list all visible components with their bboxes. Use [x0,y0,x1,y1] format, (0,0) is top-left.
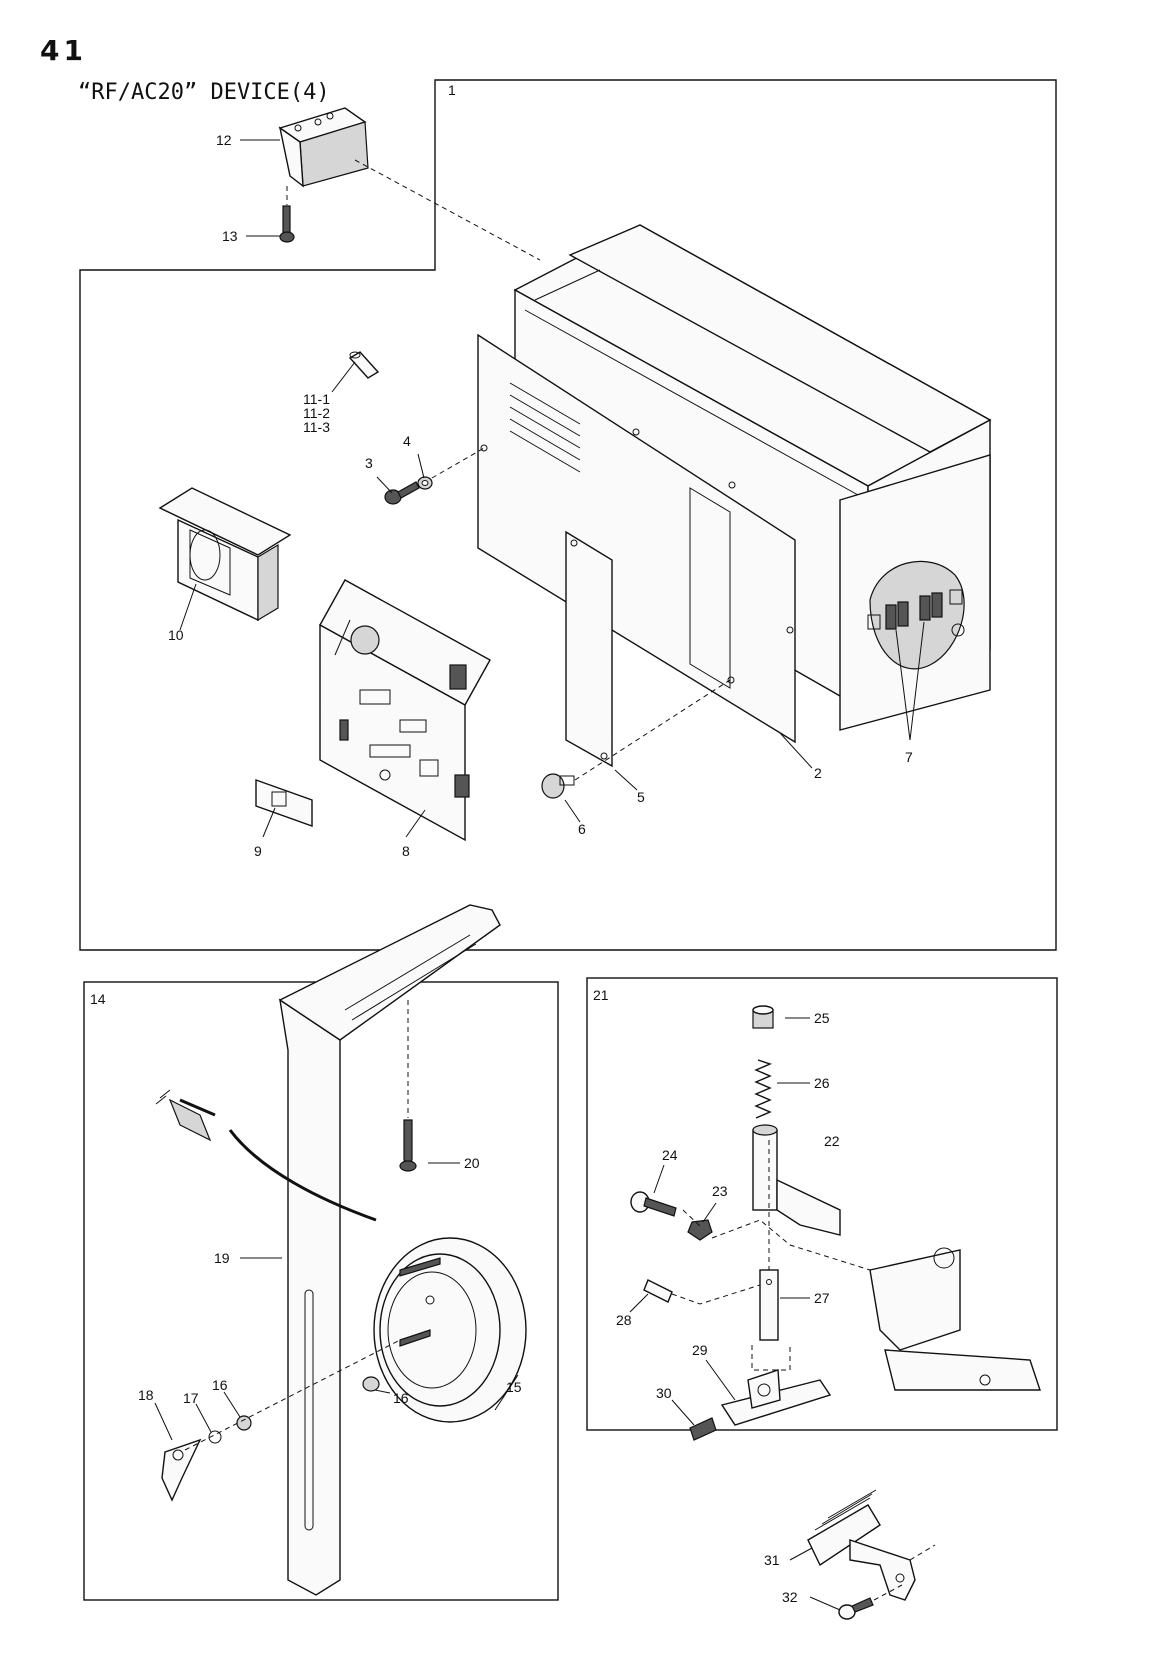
label-part-30: 30 [656,1385,672,1401]
label-part-2: 2 [814,765,822,781]
label-part-3: 3 [365,455,373,471]
presser-foot-assembly [870,1248,1040,1390]
part-12-bracket [280,108,368,186]
label-part-21: 21 [593,987,609,1003]
label-part-15: 15 [506,1379,522,1395]
part-8-pcb [320,580,490,840]
part-28-pin [644,1280,672,1302]
label-part-20: 20 [464,1155,480,1171]
label-part-12: 12 [216,132,232,148]
part-4-washer [418,477,432,489]
label-part-22: 22 [824,1133,840,1149]
label-part-18: 18 [138,1387,154,1403]
label-part-16a: 16 [212,1377,228,1393]
part-23-nut [688,1220,712,1240]
label-part-19: 19 [214,1250,230,1266]
part-6-screw [542,774,574,798]
part-10-transformer [160,488,290,620]
part-25-cap [753,1006,773,1028]
label-part-11-3: 11-3 [303,419,330,435]
part-26-spring [756,1060,770,1118]
label-part-27: 27 [814,1290,830,1306]
label-part-25: 25 [814,1010,830,1026]
part-3-screw [385,482,419,504]
part-13-screw [280,206,294,242]
label-part-9: 9 [254,843,262,859]
label-part-1: 1 [448,82,456,98]
label-part-5: 5 [637,789,645,805]
label-part-31: 31 [764,1552,780,1568]
part-27-shaft [760,1270,778,1340]
label-part-16b: 16 [393,1390,409,1406]
part-29-foot [722,1370,830,1425]
part-9-plate [256,780,312,826]
label-part-7: 7 [905,749,913,765]
part-18-wing-nut [162,1440,200,1500]
label-part-28: 28 [616,1312,632,1328]
part-32-screw [839,1598,873,1619]
label-part-6: 6 [578,821,586,837]
label-part-24: 24 [662,1147,678,1163]
part-31-feed-dog [808,1490,915,1600]
label-part-17: 17 [183,1390,199,1406]
label-part-4: 4 [403,433,411,449]
power-cord [156,1090,376,1220]
label-part-8: 8 [402,843,410,859]
label-part-29: 29 [692,1342,708,1358]
label-part-14: 14 [90,991,106,1007]
part-24-screw [631,1192,676,1216]
label-part-32: 32 [782,1589,798,1605]
label-part-13: 13 [222,228,238,244]
label-part-23: 23 [712,1183,728,1199]
part-11-fuse [350,352,378,378]
part-20-screw [400,1120,416,1171]
part-7-switch-panel [840,455,990,730]
part-30-pin [690,1418,716,1440]
label-part-10: 10 [168,627,184,643]
label-part-26: 26 [814,1075,830,1091]
part-5-small-plate [566,532,612,766]
